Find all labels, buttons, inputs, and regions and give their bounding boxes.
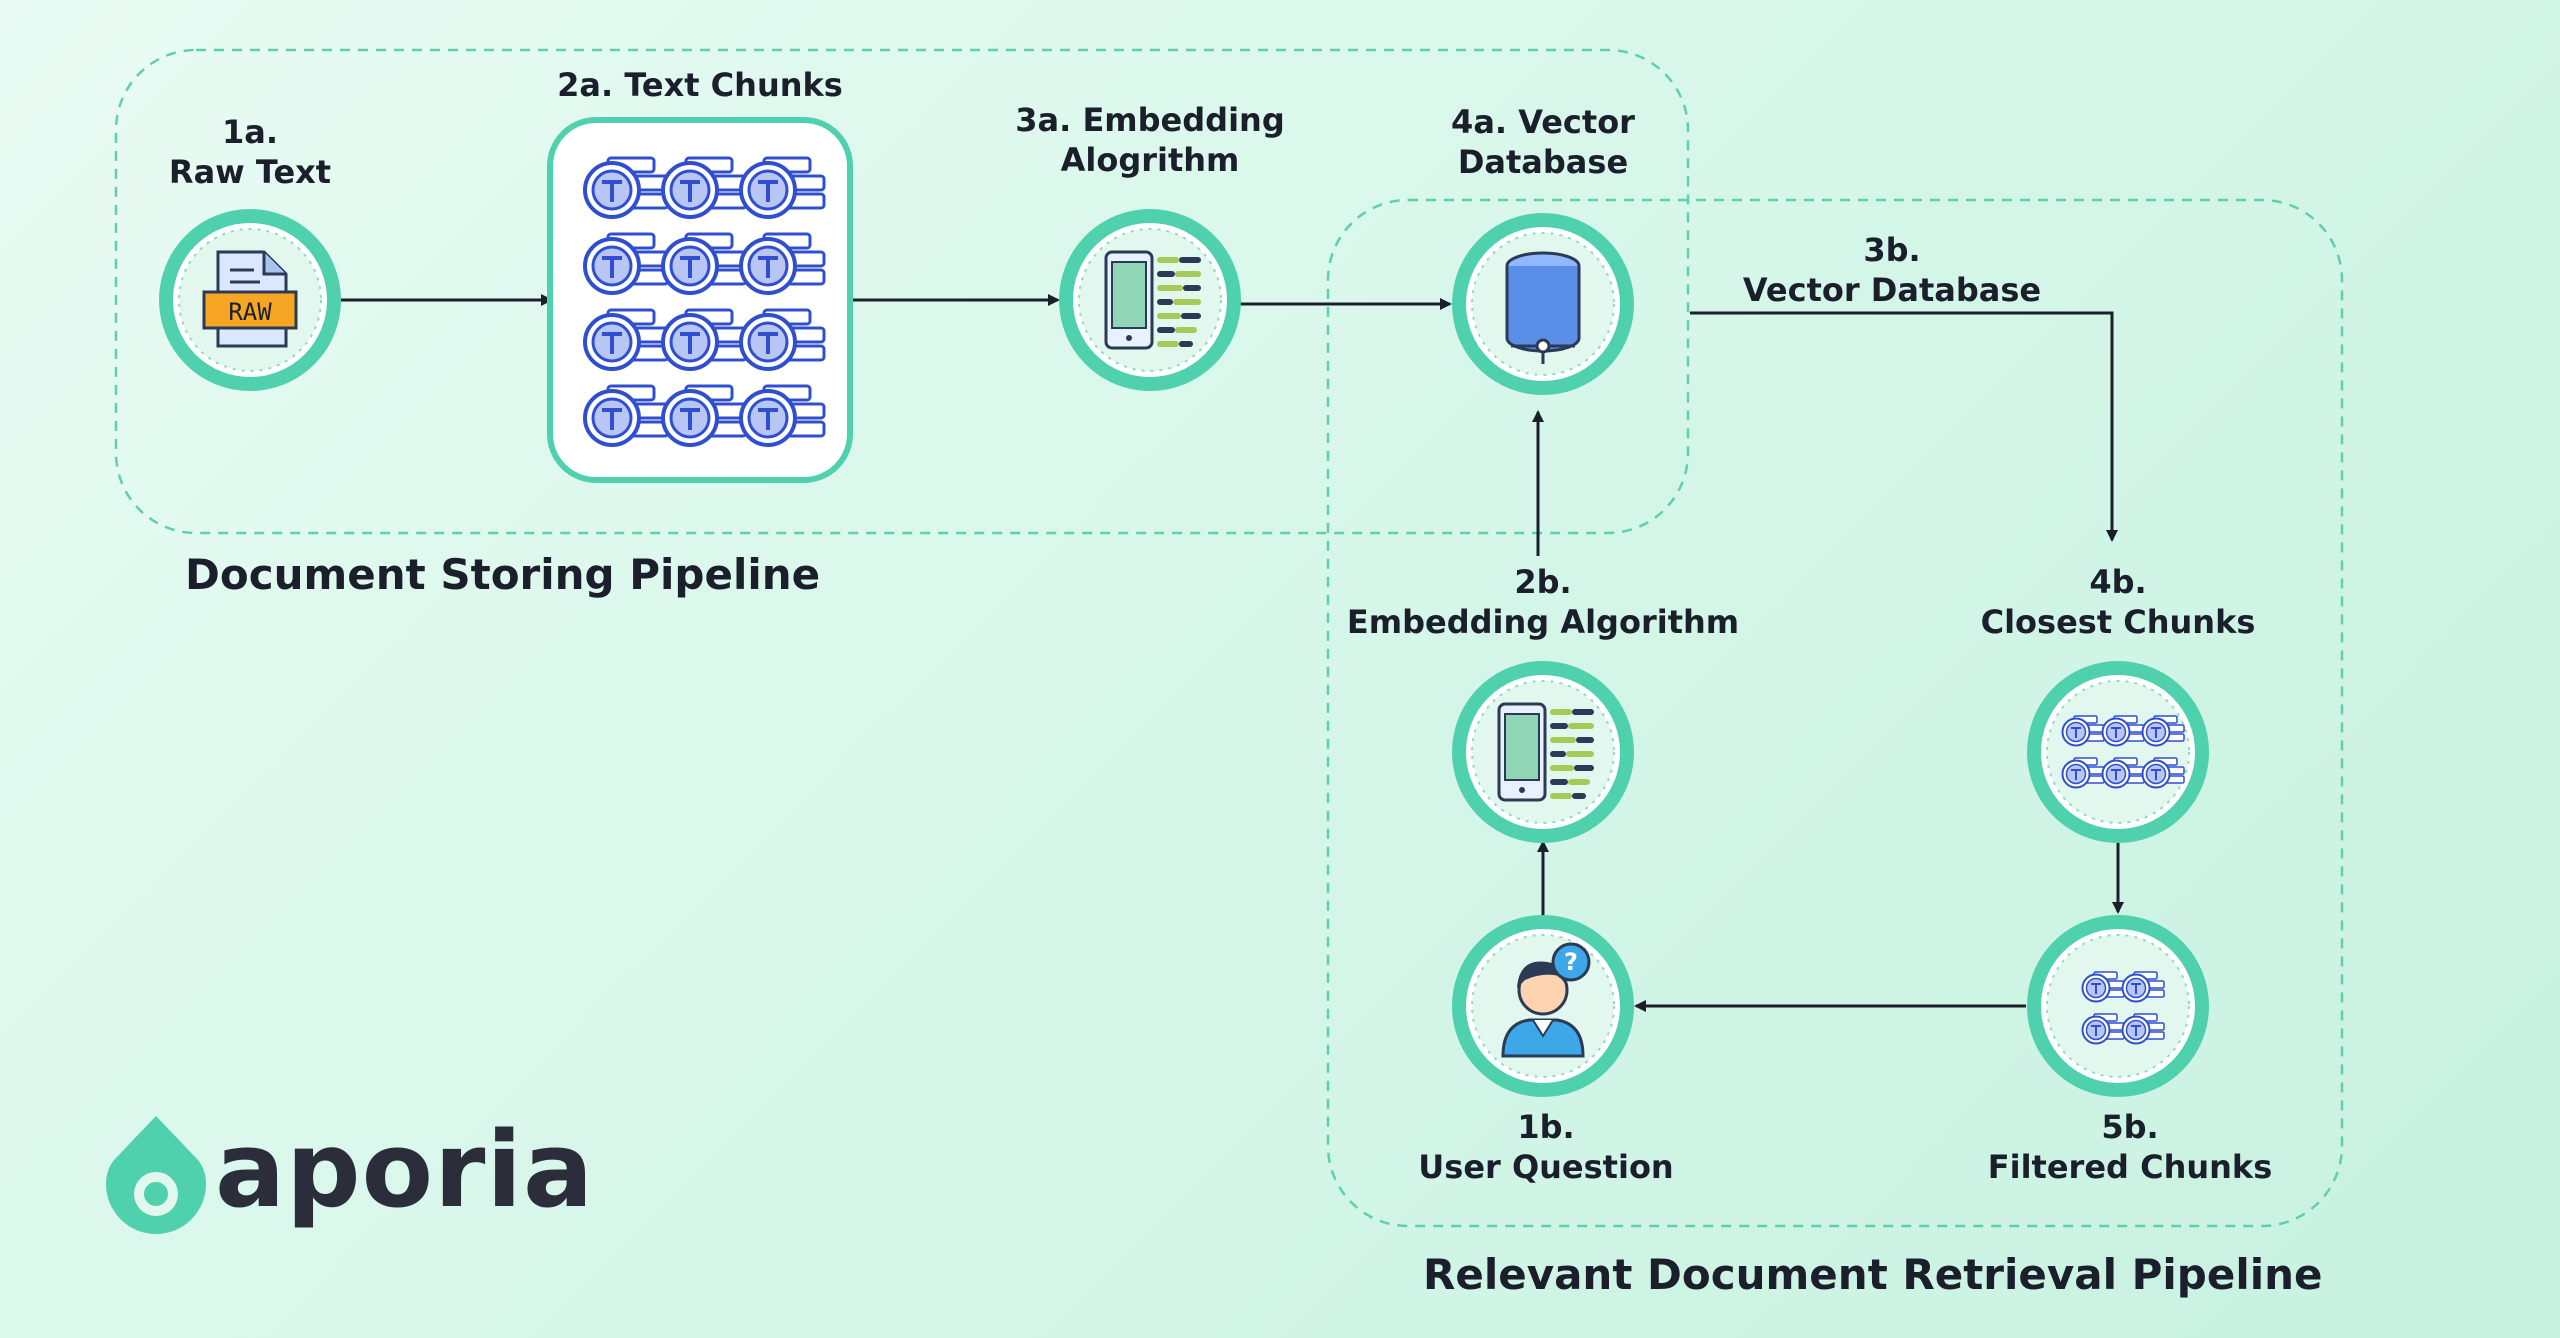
label-embedding-b-name: Embedding Algorithm bbox=[1346, 603, 1740, 641]
node-vector-db bbox=[1459, 220, 1627, 388]
label-embedding-b: 2b. Embedding Algorithm bbox=[1347, 562, 1739, 642]
node-closest-chunks bbox=[2034, 668, 2202, 836]
aporia-logo-text: aporia bbox=[215, 1109, 595, 1231]
label-closest-chunks-num: 4b. bbox=[2089, 563, 2147, 601]
svg-text:RAW: RAW bbox=[228, 298, 272, 326]
storing-pipeline-region bbox=[114, 48, 1690, 535]
label-embedding-b-num: 2b. bbox=[1514, 563, 1572, 601]
label-text-chunks: 2a. Text Chunks bbox=[557, 66, 843, 104]
node-user-question: ? bbox=[1459, 922, 1627, 1090]
user-question-icon: ? bbox=[1501, 942, 1591, 1058]
label-user-question: 1b. User Question bbox=[1418, 1107, 1673, 1187]
label-vector-db-a: 4a. Vector Database bbox=[1451, 102, 1635, 182]
node-text-chunks bbox=[547, 117, 853, 483]
label-user-question-name: User Question bbox=[1418, 1148, 1674, 1186]
label-embedding-a: 3a. Embedding Alogrithm bbox=[1015, 100, 1284, 180]
node-filtered-chunks bbox=[2034, 922, 2202, 1090]
label-vector-db-b: 3b. Vector Database bbox=[1743, 230, 2041, 310]
retrieval-pipeline-title: Relevant Document Retrieval Pipeline bbox=[1423, 1250, 2323, 1299]
arrow-db-to-closest bbox=[1690, 311, 2118, 542]
label-filtered-chunks: 5b. Filtered Chunks bbox=[1988, 1107, 2272, 1187]
raw-file-icon: RAW bbox=[202, 250, 298, 348]
label-user-question-num: 1b. bbox=[1517, 1108, 1575, 1146]
label-raw-text-num: 1a. bbox=[221, 113, 278, 151]
node-raw-text: RAW bbox=[166, 216, 334, 384]
node-embedding-a bbox=[1066, 216, 1234, 384]
label-filtered-chunks-num: 5b. bbox=[2101, 1108, 2159, 1146]
label-raw-text-name: Raw Text bbox=[168, 153, 332, 191]
label-vector-db-b-name: Vector Database bbox=[1742, 271, 2042, 309]
label-vector-db-a-line1: 4a. Vector bbox=[1451, 103, 1635, 141]
label-raw-text: 1a. Raw Text bbox=[169, 112, 331, 192]
label-embedding-a-line2: Alogrithm bbox=[1060, 141, 1240, 179]
aporia-logo-icon bbox=[106, 1116, 206, 1234]
label-embedding-a-line1: 3a. Embedding bbox=[1015, 101, 1285, 139]
label-vector-db-a-line2: Database bbox=[1457, 143, 1629, 181]
storing-pipeline-title: Document Storing Pipeline bbox=[185, 550, 821, 599]
node-embedding-b bbox=[1459, 668, 1627, 836]
label-closest-chunks: 4b. Closest Chunks bbox=[1981, 562, 2256, 642]
label-vector-db-b-num: 3b. bbox=[1863, 231, 1921, 269]
database-icon bbox=[1505, 251, 1581, 364]
label-filtered-chunks-name: Filtered Chunks bbox=[1987, 1148, 2273, 1186]
label-closest-chunks-name: Closest Chunks bbox=[1980, 603, 2256, 641]
svg-text:?: ? bbox=[1564, 948, 1578, 976]
retrieval-pipeline-region bbox=[1326, 198, 2344, 1228]
